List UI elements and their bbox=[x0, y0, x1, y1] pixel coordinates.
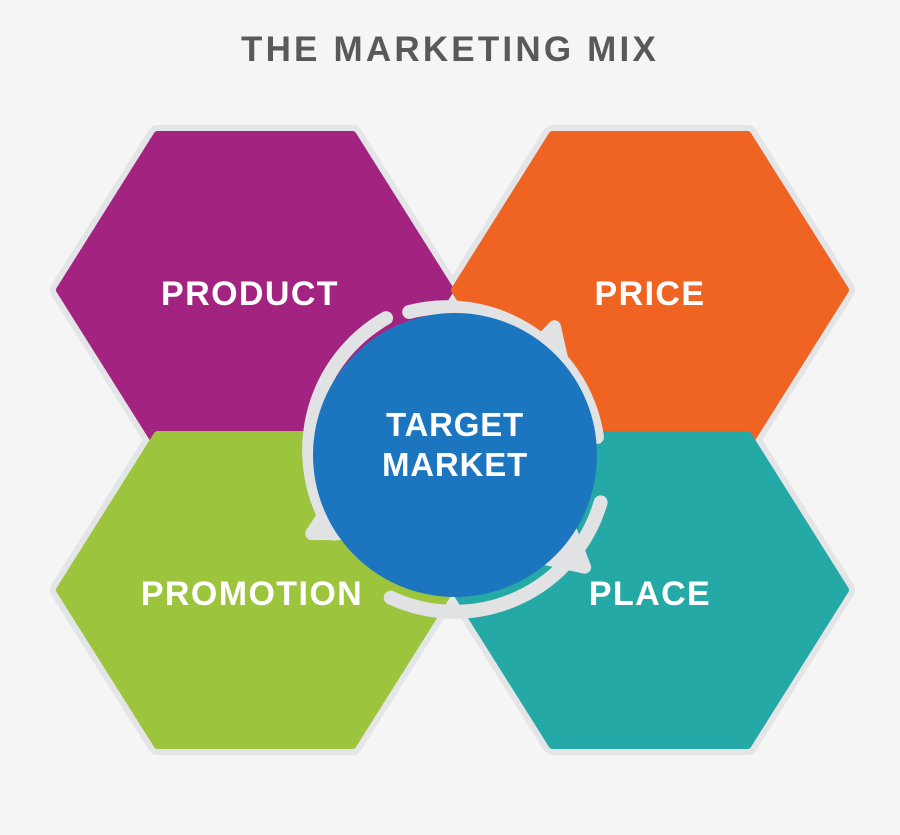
cycle-arc-left bbox=[302, 311, 393, 541]
hexagon-promotion-label: PROMOTION bbox=[141, 575, 363, 613]
hexagon-price[interactable]: PRICE bbox=[455, 135, 845, 445]
hexagon-promotion[interactable]: PROMOTION bbox=[60, 435, 450, 745]
center-target-market[interactable]: TARGET MARKET bbox=[313, 313, 597, 597]
cycle-arc-top bbox=[402, 300, 604, 444]
cycle-arc-right bbox=[383, 495, 608, 619]
page-title: THE MARKETING MIX bbox=[240, 30, 659, 69]
hexagon-place-label: PLACE bbox=[589, 575, 711, 613]
hexagon-place[interactable]: PLACE bbox=[455, 435, 845, 745]
center-circle bbox=[313, 313, 597, 597]
hexagon-product-label: PRODUCT bbox=[161, 275, 339, 313]
hexagon-product[interactable]: PRODUCT bbox=[60, 135, 450, 445]
hexagon-price-label: PRICE bbox=[595, 275, 706, 313]
center-label-line2: MARKET bbox=[382, 446, 528, 483]
center-label-line1: TARGET bbox=[386, 406, 524, 443]
